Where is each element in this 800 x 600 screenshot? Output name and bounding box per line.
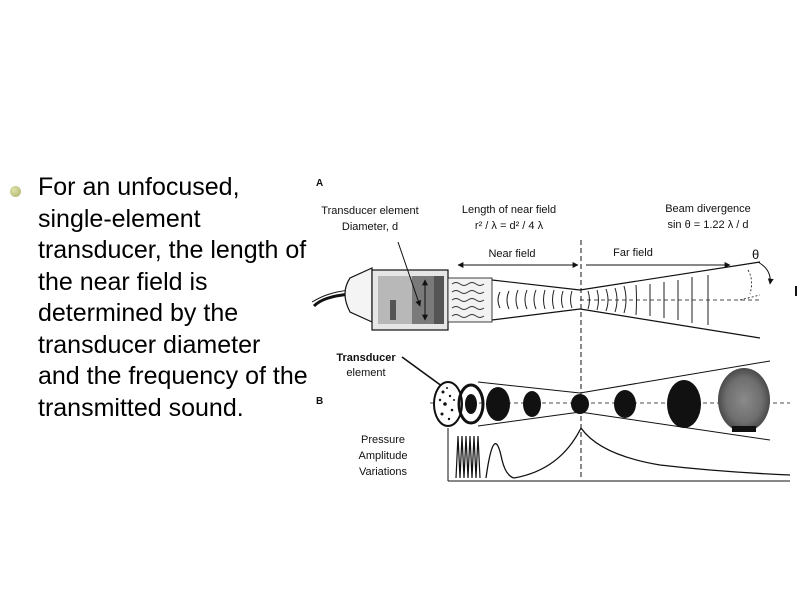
page-edge-mark xyxy=(795,286,797,296)
diameter-label: Diameter, d xyxy=(342,221,398,233)
far-field-label: Far field xyxy=(613,247,653,259)
transducer-pointer-arrow xyxy=(397,241,422,307)
pressure-label: Pressure xyxy=(361,434,405,446)
divergence-angle-arrow xyxy=(757,261,774,285)
element-face-speckle xyxy=(438,387,455,421)
beam-divergence-label: Beam divergence xyxy=(665,203,751,215)
beam-divergence-formula: sin θ = 1.22 λ / d xyxy=(667,219,748,231)
beam-section-4 xyxy=(667,380,701,428)
beam-upper-edge-far xyxy=(579,261,761,291)
divergence-angle-arc xyxy=(747,269,752,295)
near-field-wave-box xyxy=(447,277,493,323)
near-field-formula: r² / λ = d² / 4 λ xyxy=(475,220,544,232)
beam-b-lower-near xyxy=(477,411,581,427)
beam-lower-edge-far xyxy=(579,308,761,339)
amplitude-label: Amplitude xyxy=(359,450,408,462)
beam-section-2 xyxy=(523,391,541,417)
beam-b-upper-near xyxy=(477,381,581,394)
beam-lower-edge-near xyxy=(491,308,581,321)
near-field-waves xyxy=(451,282,485,318)
transducer-element-label: Transducer xyxy=(336,352,396,364)
beam-section-1 xyxy=(486,387,510,421)
beam-section-5 xyxy=(718,368,770,432)
variations-label: Variations xyxy=(359,466,408,478)
beam-upper-edge-near xyxy=(491,279,581,291)
transducer-label: Transducer element xyxy=(321,205,418,217)
electrode xyxy=(390,300,396,320)
beam-section-3 xyxy=(614,390,636,418)
beam-axis-extension xyxy=(739,294,761,301)
beam-section-5-shadow xyxy=(732,426,756,432)
near-ring-disk xyxy=(457,383,485,425)
bullet-text: For an unfocused, single-element transdu… xyxy=(38,173,308,422)
pressure-peak-near xyxy=(485,443,515,479)
theta-symbol: θ xyxy=(752,247,759,262)
near-field-length-label: Length of near field xyxy=(462,204,556,216)
pressure-oscillations xyxy=(455,435,481,479)
transducer-housing-back xyxy=(344,267,373,323)
bullet-dot-icon xyxy=(10,186,21,197)
beam-b-upper-far xyxy=(579,360,771,394)
beam-b-lower-far xyxy=(579,411,771,441)
beam-diagram: A Transducer element Diameter, d Length … xyxy=(311,178,797,482)
beam-section-focus xyxy=(571,394,589,414)
wavefronts xyxy=(497,275,709,325)
matching-layer xyxy=(434,276,444,324)
near-field-label: Near field xyxy=(488,248,535,260)
panel-b-label: B xyxy=(316,396,323,407)
piezo-element xyxy=(412,276,434,324)
element-label: element xyxy=(346,367,385,379)
near-ring-core xyxy=(465,394,477,414)
ultrasound-beam-figure: A Transducer element Diameter, d Length … xyxy=(300,170,800,490)
panel-a-label: A xyxy=(316,178,323,189)
pressure-curve-far xyxy=(513,426,791,479)
